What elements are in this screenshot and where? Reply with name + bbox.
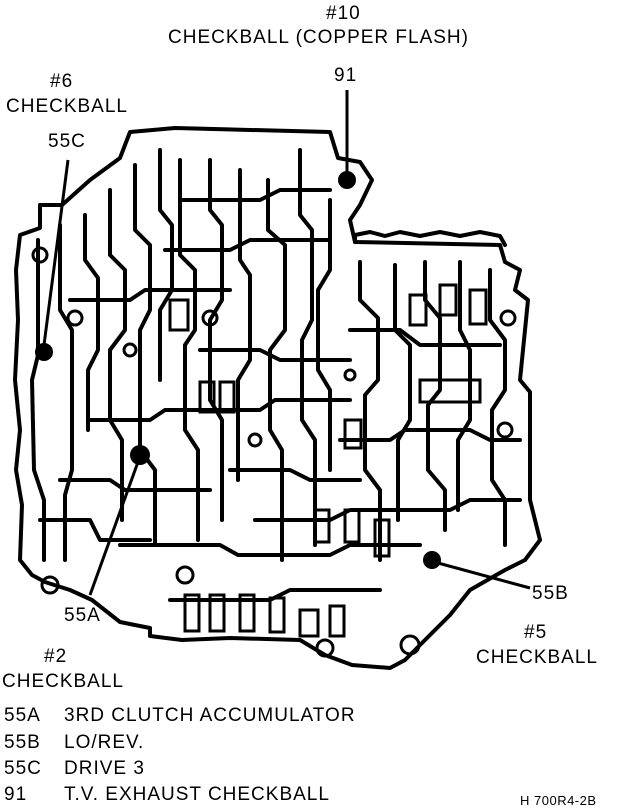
checkball10-title: CHECKBALL (COPPER FLASH) — [168, 27, 469, 48]
channel — [456, 260, 472, 512]
channel — [58, 478, 212, 492]
channel — [266, 178, 287, 562]
channel — [158, 148, 174, 382]
checkball-10 — [338, 171, 356, 189]
channel — [133, 163, 157, 547]
plate-outline — [13, 126, 542, 670]
legend-text: LO/REV. — [64, 732, 145, 753]
legend-code: 55A — [4, 705, 41, 726]
checkball6-title: CHECKBALL — [6, 96, 128, 117]
channel — [68, 288, 232, 302]
legend-row: 55A 3RD CLUTCH ACCUMULATOR — [4, 706, 356, 725]
legend-code: 91 — [4, 784, 28, 805]
checkball5-number: #5 — [524, 622, 548, 643]
channel — [163, 238, 332, 252]
channel — [198, 348, 352, 362]
legend-text: T.V. EXHAUST CHECKBALL — [64, 784, 330, 805]
checkball2-title: CHECKBALL — [2, 671, 124, 692]
figure-id: H 700R4-2B — [520, 793, 597, 808]
channel — [208, 158, 224, 522]
channel — [168, 588, 382, 602]
checkball2-code: 55A — [64, 605, 101, 626]
channel — [488, 268, 507, 547]
leader-line-55c — [42, 159, 70, 346]
channel — [393, 263, 412, 522]
checkball5-title: CHECKBALL — [476, 647, 598, 668]
legend-row: 55C DRIVE 3 — [4, 759, 145, 778]
channel — [108, 188, 127, 522]
legend-row: 55B LO/REV. — [4, 733, 144, 752]
checkball10-code: 91 — [334, 65, 358, 86]
channel — [118, 543, 422, 557]
channel — [236, 168, 252, 482]
channel — [316, 198, 332, 472]
checkball-2 — [130, 445, 150, 465]
channel — [228, 468, 362, 482]
channel — [423, 260, 447, 532]
leader-line-55b — [437, 561, 531, 590]
legend-text: 3RD CLUTCH ACCUMULATOR — [64, 705, 356, 726]
channel — [30, 238, 46, 562]
channel — [253, 508, 402, 522]
checkball-5 — [423, 551, 441, 569]
channel — [178, 188, 332, 202]
checkball6-code: 55C — [48, 131, 86, 152]
legend-row: 91 T.V. EXHAUST CHECKBALL — [4, 785, 330, 804]
legend-text: DRIVE 3 — [64, 758, 145, 779]
channel — [348, 328, 502, 347]
channel — [58, 223, 74, 562]
checkball5-code: 55B — [532, 583, 569, 604]
channel — [178, 158, 200, 542]
legend-code: 55C — [4, 758, 42, 779]
channel — [38, 518, 152, 542]
channel — [338, 428, 522, 442]
leader-line-55a — [88, 461, 140, 596]
channel — [358, 260, 382, 562]
channel — [83, 213, 100, 432]
checkball10-number: #10 — [326, 3, 361, 24]
checkball-6 — [35, 343, 53, 361]
checkball6-number: #6 — [50, 71, 74, 92]
channel — [393, 498, 522, 512]
checkball2-number: #2 — [44, 646, 68, 667]
channel — [298, 148, 317, 547]
legend-code: 55B — [4, 732, 41, 753]
